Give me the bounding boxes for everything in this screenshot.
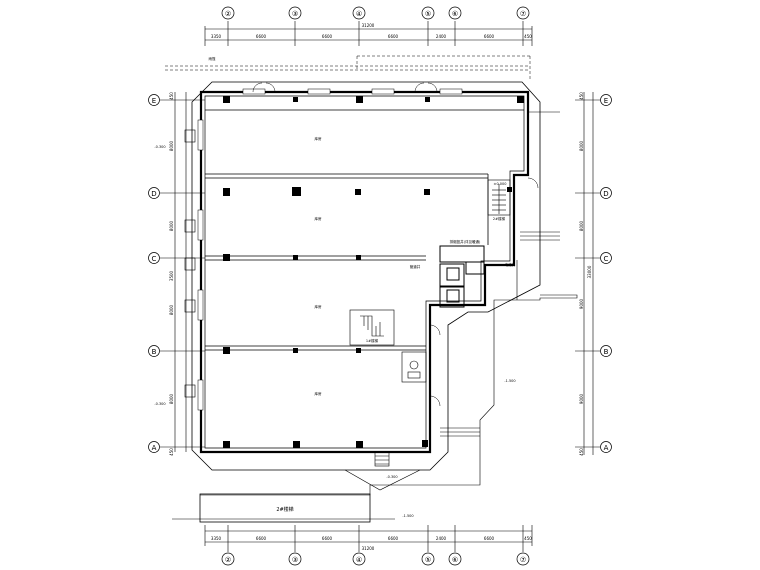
room-label-d: 库房 (315, 391, 323, 396)
dim-bottom-7: 450 (524, 536, 532, 541)
left-axis-bubbles (148, 94, 160, 453)
top-canopy-dashed (165, 55, 531, 80)
left-wall-pilasters (184, 129, 196, 398)
dim-bottom-3: 6600 (322, 536, 333, 541)
left-dimension-lines (160, 92, 205, 452)
elevation-left-1: -0.300 (154, 145, 165, 149)
dim-top-2: 6600 (256, 34, 267, 39)
dim-bottom-5: 2400 (436, 536, 447, 541)
dim-top-1: 3350 (211, 34, 222, 39)
right-axis-bubbles (600, 94, 612, 453)
dim-right-total: 33000 (587, 265, 592, 278)
dim-bottom-4: 6600 (388, 536, 399, 541)
dim-top-7: 450 (524, 34, 532, 39)
annex-box (199, 493, 371, 523)
tag-canopy: 雨篷 (209, 56, 216, 61)
elevation-top: ±0.000 (494, 182, 507, 186)
top-dimension-lines (204, 21, 533, 46)
dim-left-6: 8000 (169, 393, 174, 404)
building-wall-inner (204, 95, 525, 449)
interior-beam-lines (205, 109, 524, 351)
axis-label-left-c: C (152, 255, 157, 263)
dim-top-5: 2400 (436, 34, 447, 39)
wall-openings (197, 88, 463, 411)
building-outer-outline (191, 81, 541, 471)
axis-label-top-6: ⑦ (520, 10, 526, 18)
note-shaft: 电缆井 (505, 262, 516, 267)
dim-bottom-1: 3350 (211, 536, 222, 541)
site-boundary-line (200, 294, 578, 496)
axis-label-bottom-6: ⑦ (520, 556, 526, 564)
axis-label-bottom-1: ② (225, 556, 231, 564)
dim-top-total: 31200 (362, 23, 375, 28)
dim-bottom-2: 6600 (256, 536, 267, 541)
dim-left-7: 450 (169, 448, 174, 456)
dim-right-5: 9000 (579, 393, 584, 404)
dim-right-6: 450 (579, 448, 584, 456)
elevation-bottom-2: -1.500 (402, 514, 413, 518)
axis-label-bottom-2: ③ (292, 556, 298, 564)
elevation-left-2: -0.300 (154, 402, 165, 406)
axis-label-top-4: ⑤ (425, 10, 431, 18)
stair-side-label: 2#楼梯 (493, 216, 506, 221)
axis-label-left-e: E (152, 97, 156, 105)
annex-label: 2#楼梯 (276, 506, 293, 513)
stair-main-label: 1#楼梯 (366, 338, 379, 343)
right-dimension-lines (575, 92, 600, 455)
dim-left-5: 8000 (169, 304, 174, 315)
dim-left-2: 8000 (169, 140, 174, 151)
dim-right-3: 8000 (579, 220, 584, 231)
room-label-c: 库房 (315, 304, 323, 309)
dim-top-3: 6600 (322, 34, 333, 39)
axis-label-top-5: ⑥ (452, 10, 458, 18)
axis-label-right-d: D (603, 190, 608, 198)
room-label-a: 库房 (315, 136, 323, 141)
bottom-axis-bubbles (221, 552, 530, 566)
entrance-step-lines (375, 455, 389, 465)
axis-label-left-b: B (152, 348, 157, 356)
entrance-steps (374, 451, 390, 467)
elevation-outside: -1.500 (504, 379, 515, 383)
axis-label-left-a: A (152, 444, 157, 452)
building-wall-outer (199, 90, 530, 454)
bottom-dimension-lines (204, 525, 533, 552)
axis-label-right-c: C (604, 255, 609, 263)
structural-columns (223, 96, 524, 448)
dim-bottom-6: 6600 (484, 536, 495, 541)
dim-left-3: 8000 (169, 220, 174, 231)
dim-right-4: 9000 (579, 298, 584, 309)
axis-label-right-a: A (604, 444, 609, 452)
elevation-bottom: -0.300 (386, 475, 397, 479)
axis-label-top-3: ④ (356, 10, 362, 18)
axis-label-top-2: ③ (292, 10, 298, 18)
axis-label-left-d: D (151, 190, 156, 198)
axis-label-top-1: ② (225, 10, 231, 18)
stair-core (487, 179, 511, 216)
pipe-lines (440, 111, 560, 437)
stair-lower (349, 309, 427, 383)
axis-label-bottom-5: ⑥ (452, 556, 458, 564)
dim-left-1: 450 (169, 92, 174, 100)
dim-right-2: 8000 (579, 140, 584, 151)
entrance-ramp (344, 469, 421, 491)
dim-left-4: 3500 (169, 270, 174, 281)
room-label-b: 库房 (315, 216, 323, 221)
dim-right-1: 450 (579, 92, 584, 100)
elevator-shafts (439, 245, 485, 308)
axis-label-bottom-3: ④ (356, 556, 362, 564)
door-swings (252, 82, 539, 407)
note-duct: 排烟竖井(详见暖通) (450, 239, 481, 244)
dim-top-6: 6600 (484, 34, 495, 39)
axis-label-right-e: E (604, 97, 608, 105)
note-pipe: 管道井 (410, 264, 421, 269)
axis-label-bottom-4: ⑤ (425, 556, 431, 564)
axis-label-right-b: B (604, 348, 609, 356)
dim-top-4: 6600 (388, 34, 399, 39)
dim-bottom-total: 31200 (362, 546, 375, 551)
top-axis-bubbles (221, 6, 530, 20)
